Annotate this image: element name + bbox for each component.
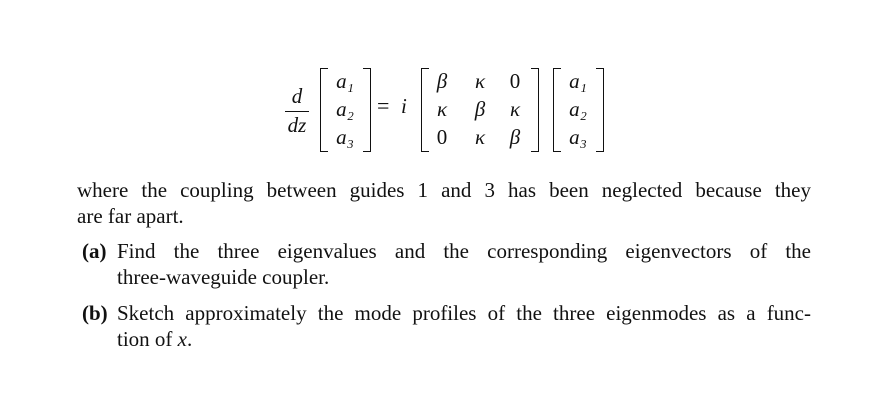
equals-sign: = bbox=[377, 93, 390, 118]
matrix-entry-1-3: 0 bbox=[509, 69, 521, 93]
variable-x: x bbox=[177, 327, 187, 351]
lhs-vector-left-bracket bbox=[320, 68, 328, 152]
matrix-entry-1-1: β bbox=[436, 69, 448, 93]
matrix-entry-2-2: β bbox=[474, 97, 486, 121]
part-b-label: (b) bbox=[82, 301, 108, 325]
body-line-2: are far apart. bbox=[77, 204, 184, 228]
rhs-vector-right-bracket bbox=[596, 68, 604, 152]
part-a-line-1: Find the three eigenvalues and the corre… bbox=[117, 238, 811, 264]
matrix-entry-3-3: β bbox=[509, 125, 521, 149]
matrix-entry-2-1: κ bbox=[436, 97, 448, 121]
lhs-vector-entry-1: a₁ bbox=[336, 69, 354, 93]
derivative-denominator: dz bbox=[287, 113, 307, 137]
body-line-1-text: where the coupling between guides 1 and … bbox=[77, 178, 811, 202]
part-a-label: (a) bbox=[82, 239, 107, 263]
matrix-entry-3-2: κ bbox=[474, 125, 486, 149]
derivative-numerator: d bbox=[291, 84, 303, 108]
body-line-1: where the coupling between guides 1 and … bbox=[77, 177, 811, 203]
part-a-line-1-text: Find the three eigenvalues and the corre… bbox=[117, 239, 811, 263]
fraction-bar bbox=[285, 111, 309, 112]
matrix-left-bracket bbox=[421, 68, 429, 152]
lhs-vector-entry-3: a₃ bbox=[336, 125, 354, 149]
imaginary-unit: i bbox=[401, 94, 407, 118]
rhs-vector-left-bracket bbox=[553, 68, 561, 152]
matrix-right-bracket bbox=[531, 68, 539, 152]
matrix-entry-1-2: κ bbox=[474, 69, 486, 93]
lhs-vector-entry-2: a₂ bbox=[336, 97, 354, 121]
part-b-line-2: tion of x. bbox=[117, 326, 192, 352]
part-b-line-1-text: Sketch approximately the mode profiles o… bbox=[117, 301, 811, 325]
rhs-vector-entry-2: a₂ bbox=[569, 97, 587, 121]
part-b-line-2-prefix: tion of bbox=[117, 327, 178, 351]
rhs-vector-entry-1: a₁ bbox=[569, 69, 587, 93]
rhs-vector-entry-3: a₃ bbox=[569, 125, 587, 149]
derivative-operator: d dz bbox=[285, 86, 309, 137]
matrix-entry-2-3: κ bbox=[509, 97, 521, 121]
matrix-entry-3-1: 0 bbox=[436, 125, 448, 149]
lhs-vector-right-bracket bbox=[363, 68, 371, 152]
part-a-line-2: three-waveguide coupler. bbox=[117, 265, 330, 289]
part-b-line-2-suffix: . bbox=[187, 327, 193, 351]
coupled-mode-equation: d dz a₁ a₂ a₃ = i β κ 0 κ β κ 0 κ β a₁ a… bbox=[0, 0, 884, 170]
part-b-line-1: Sketch approximately the mode profiles o… bbox=[117, 300, 811, 326]
